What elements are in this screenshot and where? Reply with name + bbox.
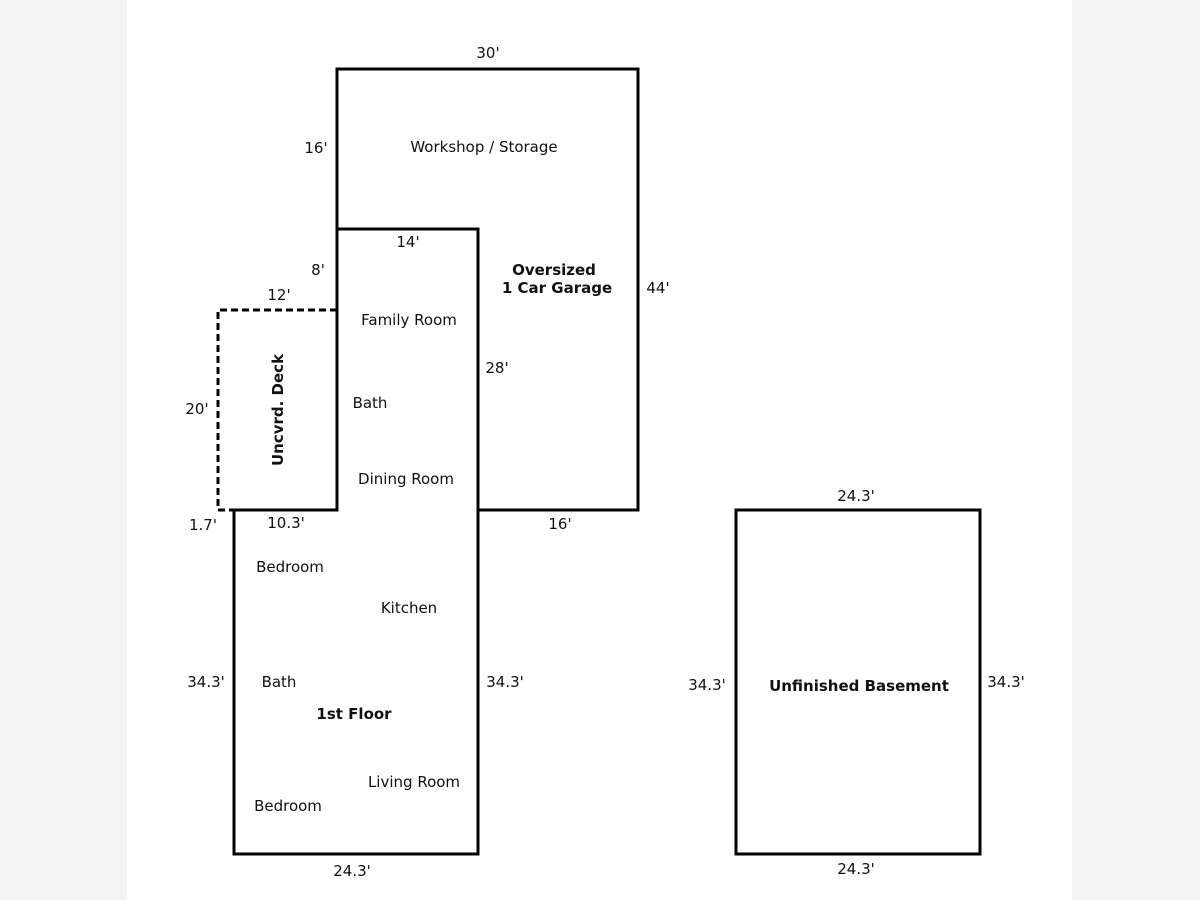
basement-dim-top: 24.3' bbox=[837, 487, 875, 505]
deck-dim-bottom: 10.3' bbox=[267, 514, 305, 532]
garage-dim-inner-left: 8' bbox=[311, 261, 325, 279]
deck-dim-offset: 1.7' bbox=[189, 516, 217, 534]
garage-dim-bottom: 16' bbox=[548, 515, 571, 533]
living-room-label: Living Room bbox=[368, 773, 460, 791]
basement-outline bbox=[734, 508, 982, 856]
family-wing-dim-right: 28' bbox=[485, 359, 508, 377]
basement-dim-bottom: 24.3' bbox=[837, 860, 875, 878]
garage-dim-top: 30' bbox=[476, 44, 499, 62]
family-wing-dim-top: 14' bbox=[396, 233, 419, 251]
bedroom-lower-label: Bedroom bbox=[254, 797, 322, 815]
first-floor-dim-right: 34.3' bbox=[486, 673, 524, 691]
garage-label-line1: Oversized bbox=[512, 261, 596, 279]
deck-dim-top: 12' bbox=[267, 286, 290, 304]
dining-room-label: Dining Room bbox=[358, 470, 454, 488]
first-floor-dim-left: 34.3' bbox=[187, 673, 225, 691]
garage-dim-workshop-left: 16' bbox=[304, 139, 327, 157]
family-room-label: Family Room bbox=[361, 311, 457, 329]
kitchen-label: Kitchen bbox=[381, 599, 437, 617]
garage-label-line2: 1 Car Garage bbox=[502, 279, 612, 297]
garage-dim-right: 44' bbox=[646, 279, 669, 297]
bedroom-upper-label: Bedroom bbox=[256, 558, 324, 576]
workshop-label: Workshop / Storage bbox=[410, 138, 557, 156]
bath-upper-label: Bath bbox=[353, 394, 388, 412]
deck-label: Uncvrd. Deck bbox=[269, 353, 287, 466]
floor-plan-sheet bbox=[127, 0, 1072, 900]
basement-dim-right: 34.3' bbox=[987, 673, 1025, 691]
deck-dim-left: 20' bbox=[185, 400, 208, 418]
bath-lower-label: Bath bbox=[262, 673, 297, 691]
basement-label: Unfinished Basement bbox=[769, 677, 949, 695]
garage-outline bbox=[335, 67, 640, 512]
first-floor-dim-bottom: 24.3' bbox=[333, 862, 371, 880]
basement-dim-left: 34.3' bbox=[688, 676, 726, 694]
deck-outline bbox=[216, 308, 337, 512]
first-floor-outline bbox=[232, 227, 480, 856]
first-floor-label: 1st Floor bbox=[316, 705, 392, 723]
